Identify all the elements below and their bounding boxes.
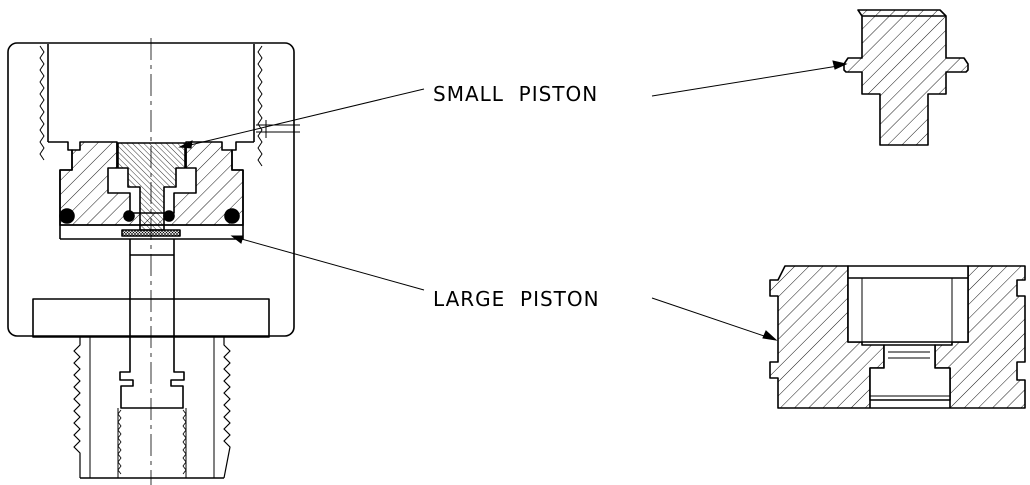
leader-small-to-detail — [651, 65, 839, 97]
bore-thread-right — [257, 45, 263, 167]
o-ring-left — [59, 208, 75, 224]
nipple-thread-left — [73, 337, 81, 478]
small-piston-detail — [843, 9, 969, 146]
leader-large-to-assembly — [237, 237, 425, 291]
stem — [119, 239, 185, 409]
small-piston-label: SMALL PISTON — [433, 82, 599, 106]
o-ring-inner-right — [163, 210, 175, 222]
leader-lines — [178, 60, 848, 341]
assembly-section-view — [7, 38, 300, 485]
o-ring-right — [224, 208, 240, 224]
bore-thread-left — [39, 45, 45, 161]
leader-small-to-assembly — [185, 88, 425, 147]
nipple-thread-right — [223, 337, 231, 479]
leader-large-to-detail — [651, 297, 771, 339]
o-ring-inner-left — [123, 210, 135, 222]
large-piston-label: LARGE PISTON — [433, 287, 600, 311]
large-piston-detail — [769, 265, 1026, 409]
